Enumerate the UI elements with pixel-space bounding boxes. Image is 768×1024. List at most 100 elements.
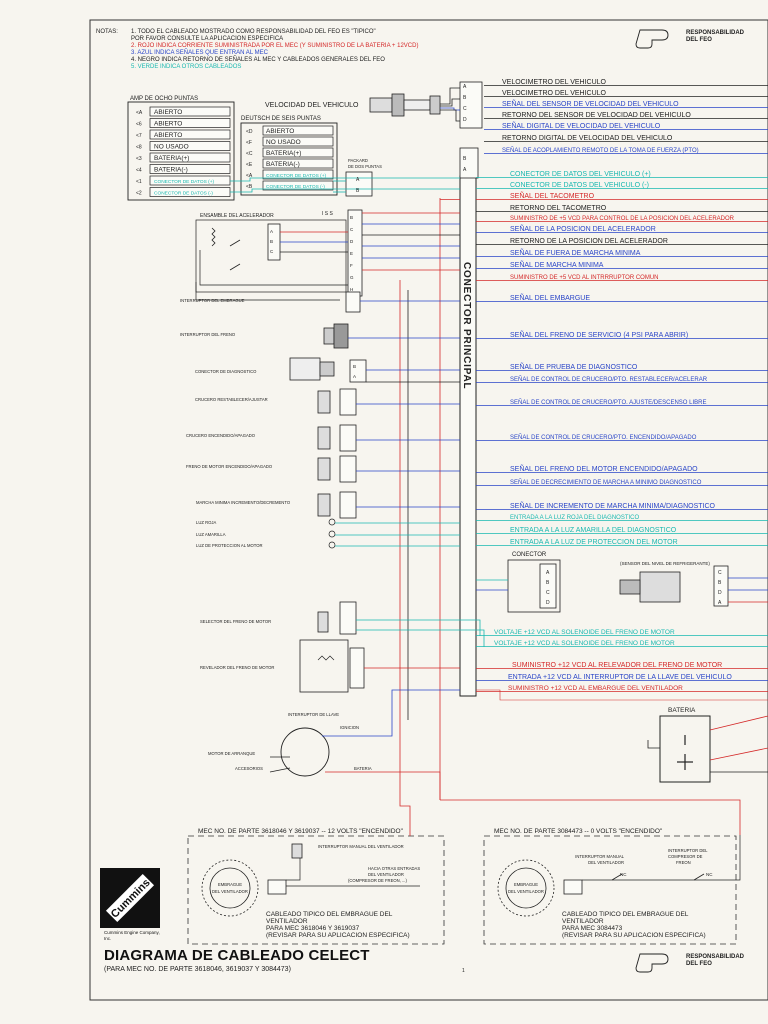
amp8-pin-label: CONECTOR DE DATOS (-) — [154, 191, 213, 197]
fan-left-frame — [187, 835, 445, 945]
iss-pin: H — [350, 287, 353, 292]
switch-label: CRUCERO ENCENDIDO/APAGADO — [186, 433, 256, 438]
speed-connector — [459, 81, 483, 129]
pto-connector-pin: A — [463, 167, 467, 173]
signal-label: SEÑAL DE CONTROL DE CRUCERO/PTO. AJUSTE/… — [510, 399, 707, 406]
signal-label: CONECTOR DE DATOS DEL VEHICULO (-) — [510, 182, 649, 189]
wire-path — [199, 250, 348, 286]
signal-label: RETORNO DEL TACOMETRO — [510, 205, 607, 212]
responsibility-bottom-label: RESPONSABILIDAD — [686, 954, 745, 960]
signal-label: SEÑAL DE ACOPLAMIENTO REMOTO DE LA TOMA … — [502, 147, 699, 154]
signal-label: VELOCIMETRO DEL VEHICULO — [502, 79, 607, 86]
wire-path — [195, 282, 340, 301]
fan-right-switch-contact — [611, 873, 623, 881]
note-line: POR FAVOR CONSULTE LA APLICACION ESPECIF… — [131, 36, 283, 42]
clutch-connector — [345, 291, 361, 313]
coolant-connector-frame — [507, 559, 561, 613]
amp8-pin-id: <7 — [136, 133, 142, 139]
switch-label: CRUCERO RESTABLECER/AJUSTAR — [195, 397, 268, 402]
switch-contact — [229, 263, 241, 271]
signal-label: ENTRADA A LA LUZ DE PROTECCION DEL MOTOR — [510, 539, 678, 546]
responsibility-bottom-hand-icon — [635, 953, 669, 973]
wire-path — [356, 619, 481, 636]
signal-label: RETORNO DE LA POSICION DEL ACELERADOR — [510, 238, 668, 245]
signal-label: SEÑAL DE MARCHA MINIMA — [510, 260, 604, 269]
lamp-label: LUZ ROJA — [196, 520, 216, 525]
fan-left-clutch-label: DEL VENTILADOR — [212, 889, 248, 894]
title-block: DIAGRAMA DE CABLEADO CELECT (PARA MEC NO… — [104, 947, 504, 973]
fan-left-connector — [267, 879, 287, 895]
signal-label: SEÑAL DE LA POSICION DEL ACELERADOR — [510, 224, 656, 233]
coolant-pin: C — [546, 590, 550, 596]
potentiometer-icon — [211, 227, 216, 247]
deutsch6-pin-label: CONECTOR DE DATOS (-) — [266, 184, 325, 190]
iss-pin: E — [350, 251, 353, 256]
signal-label: VOLTAJE +12 VCD AL SOLENOIDE DEL FRENO D… — [494, 640, 675, 647]
signal-label: SEÑAL DE PRUEBA DE DIAGNOSTICO — [510, 362, 638, 371]
wire-path — [440, 799, 741, 835]
speed-connector-pin: B — [463, 95, 467, 101]
lamp-icon — [328, 541, 336, 549]
fan-right-caption: PARA MEC 3084473 — [562, 925, 623, 932]
diagram-title: DIAGRAMA DE CABLEADO CELECT — [104, 947, 370, 964]
brake-switch-label: INTERRUPTOR DEL FRENO — [180, 332, 236, 337]
amp8-pin-id: <8 — [136, 145, 142, 151]
iss-pin: F — [350, 263, 353, 268]
deutsch6-pin-label: ABIERTO — [266, 128, 294, 135]
deutsch6-pin-id: <F — [246, 140, 252, 146]
amp8-pin-box — [149, 118, 231, 128]
speed-connector-pin: C — [463, 106, 467, 112]
amp8-pin-box — [149, 106, 231, 117]
company-name: Cummins Engine Company, Inc. — [104, 930, 160, 941]
amp8-pin-label: ABIERTO — [154, 121, 182, 128]
coolant-sensor-pin: B — [718, 580, 722, 586]
responsibility-bottom-label: DEL FEO — [686, 961, 712, 967]
wire-path — [230, 177, 460, 182]
fan-right-nc: NC — [706, 872, 713, 877]
page-number: 1 — [462, 968, 465, 974]
amp8-pin-box — [149, 175, 231, 186]
coolant-connector-pins — [539, 563, 557, 609]
fan-right-clutch-label: DEL VENTILADOR — [508, 889, 544, 894]
signal-label: RETORNO DIGITAL DE VELOCIDAD DEL VEHICUL… — [502, 135, 673, 142]
wire-path — [582, 835, 741, 881]
brake-switch-body — [323, 327, 335, 345]
switch-connector — [339, 388, 357, 416]
brake-relay-frame — [299, 639, 349, 693]
amp8-pin-box — [149, 129, 231, 140]
brake-selector-connector — [339, 601, 357, 635]
fan-right-caption: (REVISAR PARA SU APLICACION ESPECIFICA) — [562, 932, 706, 939]
wire-path — [399, 720, 411, 836]
wire-path — [709, 715, 768, 731]
brake-relay-label: REVELADOR DEL FRENO DE MOTOR — [200, 665, 274, 670]
text-layer: NOTAS:1. TODO EL CABLEADO MOSTRADO COMO … — [96, 29, 745, 967]
amp8-pin-box — [149, 152, 231, 163]
battery-label: BATERIA — [668, 707, 696, 714]
speed-sensor-label: VELOCIDAD DEL VEHICULO — [265, 102, 359, 109]
amp8-pin-label: CONECTOR DE DATOS (+) — [154, 179, 215, 185]
fan-right-pulley-inner — [505, 867, 547, 909]
iss-label: I S S — [322, 211, 334, 217]
iss-pin: B — [350, 215, 353, 220]
iss-pin: C — [350, 227, 354, 232]
deutsch6-pin-box — [262, 180, 334, 191]
lamp-icon — [328, 530, 336, 538]
fan-left-caption: PARA MEC 3618046 Y 3619037 — [266, 925, 360, 932]
fan-right-switch2-label: INTERRUPTOR DEL — [668, 848, 708, 853]
signal-label: SEÑAL DE CONTROL DE CRUCERO/PTO. ENCENDI… — [510, 434, 697, 441]
signal-wires — [195, 85, 768, 887]
fan-left-caption: VENTILADOR — [266, 918, 308, 925]
signal-label: VELOCIMETRO DEL VEHICULO — [502, 90, 607, 97]
deutsch6-pin-label: BATERIA(-) — [266, 161, 300, 168]
relay-coil-icon — [317, 655, 335, 661]
signal-label: ENTRADA +12 VCD AL INTERRUPTOR DE LA LLA… — [508, 674, 732, 681]
amp8-title: AMP DE OCHO PUNTAS — [130, 96, 198, 102]
amp8-pin-id: <6 — [136, 122, 142, 128]
wire-path — [440, 107, 460, 111]
wire-path — [322, 689, 460, 737]
speed-sensor-body — [369, 97, 393, 113]
signal-label: CONECTOR DE DATOS DEL VEHICULO (+) — [510, 171, 651, 178]
signal-label: SUMINISTRO DE +5 VCD AL INTRRRUPTOR COMU… — [510, 275, 659, 281]
